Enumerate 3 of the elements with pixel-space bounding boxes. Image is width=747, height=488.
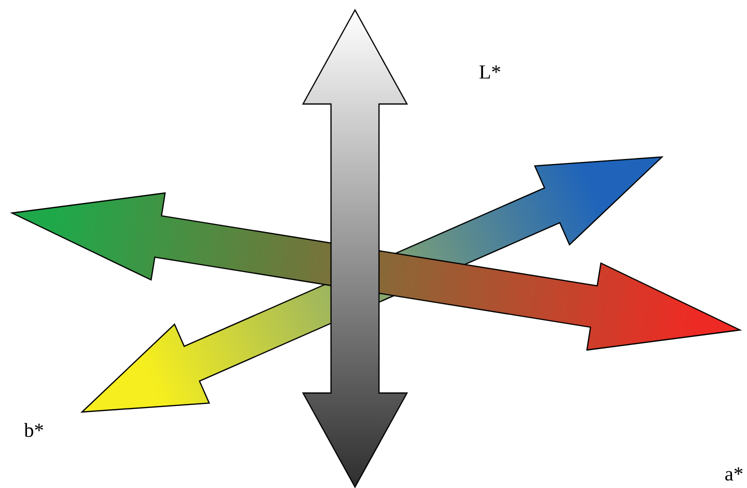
axis-label: b*: [24, 422, 44, 438]
axis-label: L*: [479, 65, 500, 79]
axis-label: a*: [725, 467, 742, 481]
